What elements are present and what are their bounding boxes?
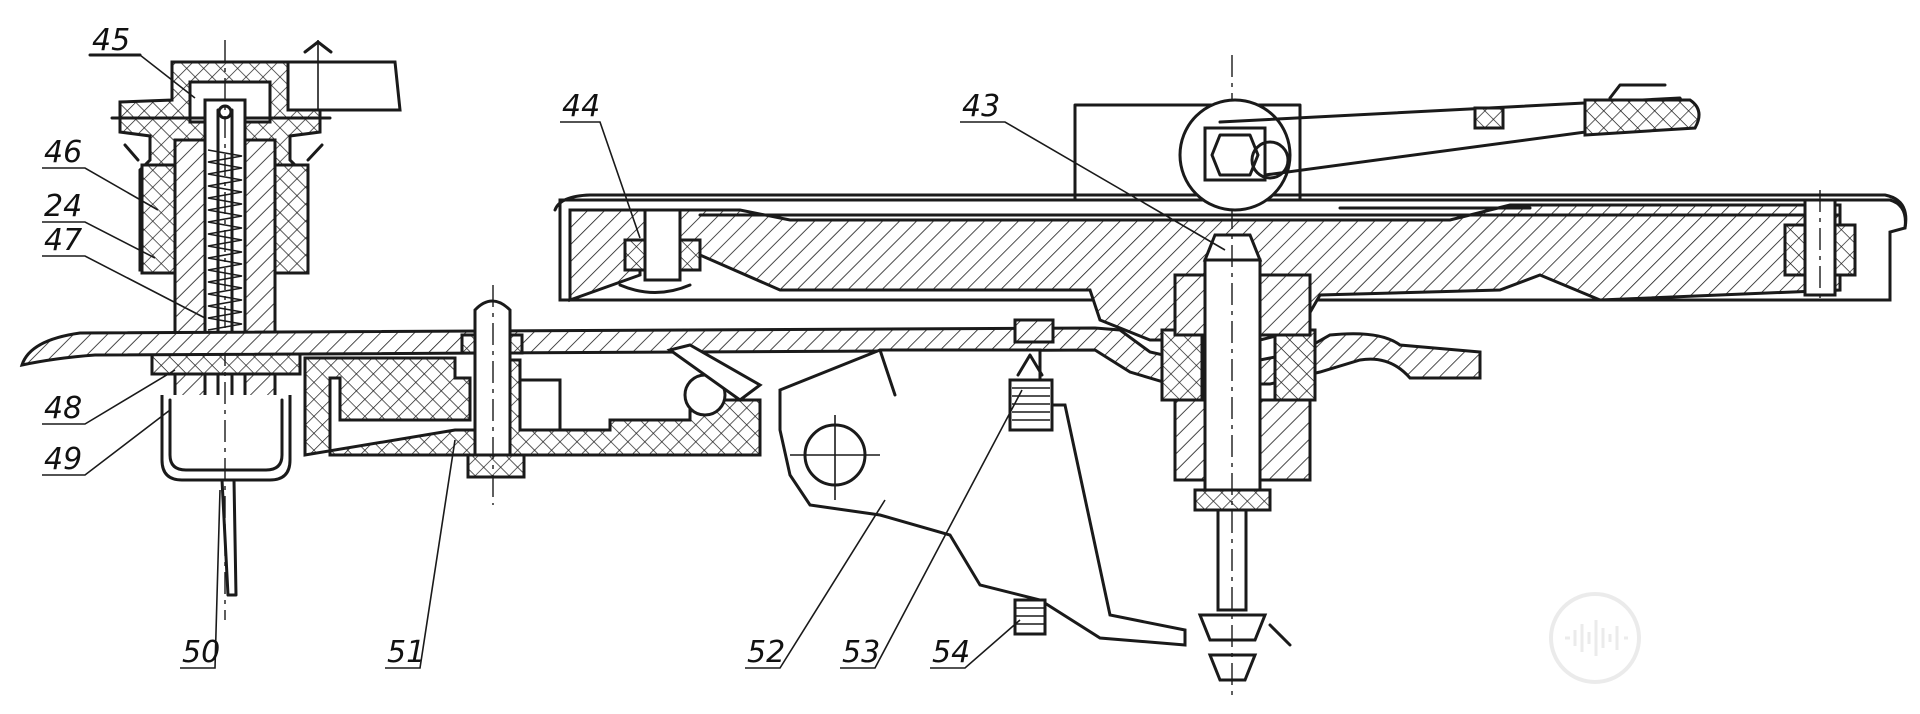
label-24: 24 <box>44 189 82 224</box>
label-47: 47 <box>44 223 82 258</box>
sound-wave-badge-icon <box>1549 592 1641 684</box>
label-46: 46 <box>44 135 82 170</box>
label-43: 43 <box>962 89 1000 124</box>
label-53: 53 <box>842 635 880 670</box>
label-49: 49 <box>44 442 82 477</box>
label-45: 45 <box>92 23 130 58</box>
horizontal-main-bar <box>19 326 1482 386</box>
lever-assembly-52-54 <box>778 318 1187 647</box>
label-51: 51 <box>387 635 425 670</box>
reference-labels: 45 46 24 47 48 49 44 43 50 51 52 53 54 <box>44 23 1000 670</box>
label-54: 54 <box>932 635 970 670</box>
label-52: 52 <box>747 635 785 670</box>
lower-bracket-51 <box>303 285 763 505</box>
label-48: 48 <box>44 391 82 426</box>
tone-arm <box>1073 83 1701 212</box>
leader-lines <box>42 54 1226 669</box>
spindle-43 <box>1160 55 1317 700</box>
label-44: 44 <box>562 89 600 124</box>
label-50: 50 <box>182 635 220 670</box>
left-vertical-assembly <box>110 40 402 620</box>
